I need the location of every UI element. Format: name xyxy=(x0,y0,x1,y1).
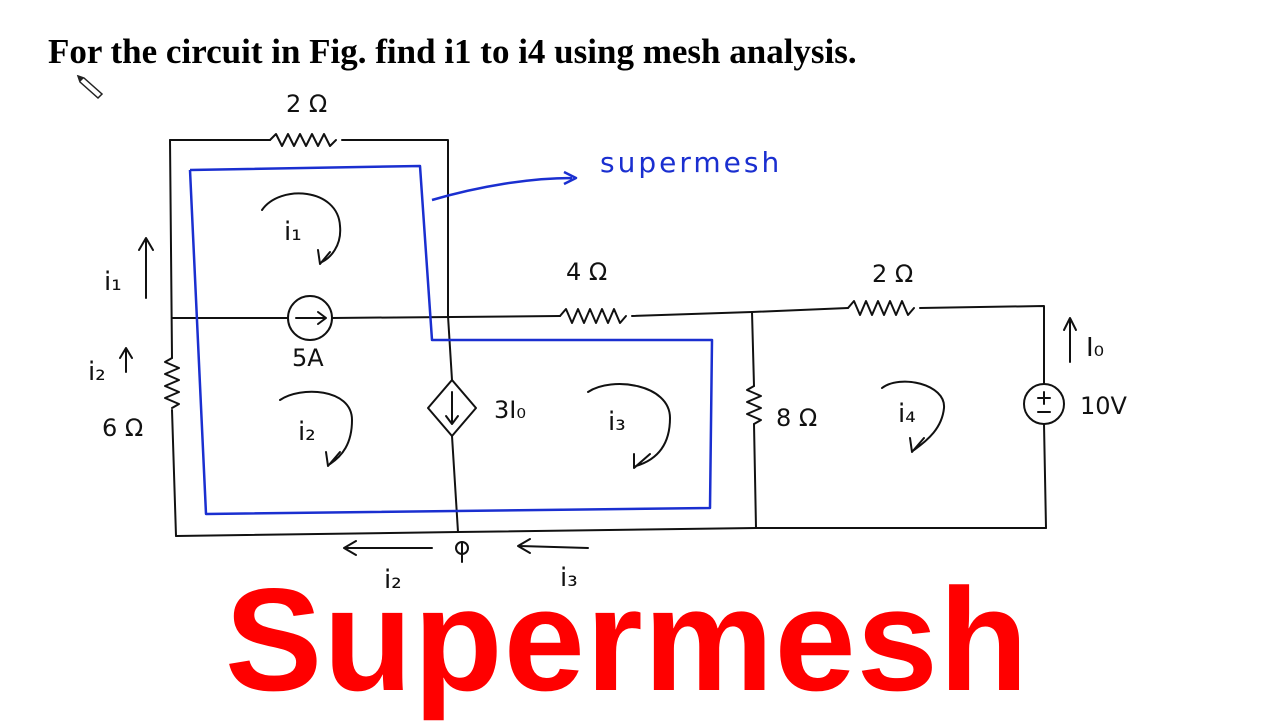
wire-vs-bottom xyxy=(1043,423,1047,529)
wire-left-lower xyxy=(171,409,177,537)
label-r-right: 2 Ω xyxy=(872,260,913,288)
supermesh-pointer xyxy=(431,170,578,202)
voltage-source-plus xyxy=(1037,391,1051,405)
arrow-i2-up xyxy=(119,347,133,373)
mesh-arrow-i3 xyxy=(587,383,671,469)
label-dependent-source: 3I₀ xyxy=(494,396,526,424)
wire-dep-bottom xyxy=(451,435,459,533)
label-voltage-source: 10V xyxy=(1080,392,1128,420)
label-mesh-i4: i₄ xyxy=(898,399,916,429)
supermesh-outline xyxy=(188,164,714,516)
label-branch-i3-bottom: i₃ xyxy=(560,563,578,593)
mesh-arrow-i4 xyxy=(881,380,946,453)
resistor-top-2ohm xyxy=(269,133,337,147)
page-title: For the circuit in Fig. find i1 to i4 us… xyxy=(48,32,857,71)
label-mesh-i3: i₃ xyxy=(608,407,626,437)
resistor-right-2ohm xyxy=(847,300,915,316)
arrow-i0-up xyxy=(1063,317,1077,363)
wire-shunt-bottom xyxy=(753,423,757,529)
current-source-arrow xyxy=(295,311,327,325)
dependent-source-arrow xyxy=(445,391,459,425)
label-r-mid: 4 Ω xyxy=(566,258,607,286)
label-mesh-i2: i₂ xyxy=(298,417,316,447)
label-branch-i2-left: i₂ xyxy=(88,357,106,387)
wire-top-right xyxy=(341,139,449,317)
wire-bottom xyxy=(175,527,1047,537)
wire-mid-center xyxy=(331,315,561,319)
label-supermesh: supermesh xyxy=(600,146,782,179)
resistor-shunt-8ohm xyxy=(746,385,762,425)
wire-shunt-top xyxy=(751,311,755,387)
label-r-left: 6 Ω xyxy=(102,414,143,442)
label-branch-i1: i₁ xyxy=(104,267,122,297)
wire-right-top xyxy=(919,305,1045,385)
resistor-mid-4ohm xyxy=(559,308,627,324)
label-io: I₀ xyxy=(1086,333,1104,363)
wire-left xyxy=(169,139,173,359)
label-r-top: 2 Ω xyxy=(286,90,327,118)
label-current-source: 5A xyxy=(292,344,324,372)
wire-mid-right xyxy=(631,311,753,317)
mesh-arrow-i2 xyxy=(279,390,353,467)
resistor-left-6ohm xyxy=(164,357,180,409)
arrow-bottom-i3 xyxy=(517,538,589,554)
arrow-bottom-i2 xyxy=(343,540,433,556)
wire-right-top-left xyxy=(751,307,849,313)
supermesh-banner: Supermesh xyxy=(224,558,1030,721)
label-r-shunt: 8 Ω xyxy=(776,404,817,432)
label-branch-i2-bottom: i₂ xyxy=(384,565,402,595)
arrow-i1-up xyxy=(138,237,154,299)
pencil-icon xyxy=(76,74,104,100)
label-mesh-i1: i₁ xyxy=(284,217,302,247)
wire-dep-top xyxy=(447,315,453,381)
mesh-arrow-i1 xyxy=(261,192,342,265)
